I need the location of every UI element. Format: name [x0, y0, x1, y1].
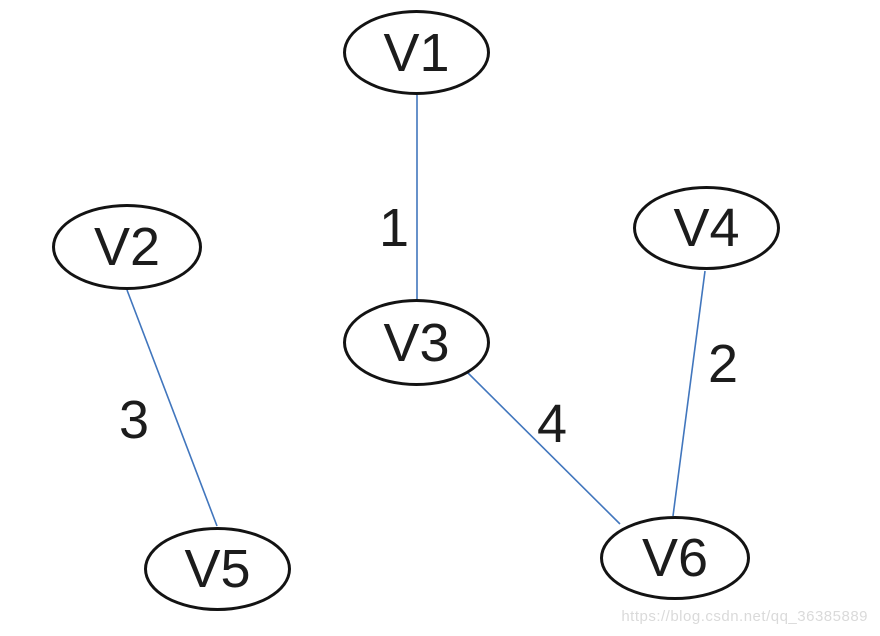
node-v4: V4	[633, 186, 780, 270]
node-v6: V6	[600, 516, 750, 600]
edge-weight-v3-v6: 4	[536, 394, 568, 454]
node-v3: V3	[343, 299, 490, 386]
node-v1: V1	[343, 10, 490, 95]
watermark-text: https://blog.csdn.net/qq_36385889	[621, 608, 868, 625]
node-v6-label: V6	[641, 528, 709, 588]
edge-v2-v5	[126, 289, 218, 527]
edge-weight-v1-v3: 1	[378, 198, 410, 258]
node-v2-label: V2	[93, 217, 161, 277]
edge-weight-v4-v6: 2	[707, 334, 739, 394]
edge-v4-v6	[672, 270, 706, 517]
node-v4-label: V4	[673, 198, 740, 258]
node-v1-label: V1	[383, 22, 450, 83]
node-v5-label: V5	[184, 539, 251, 599]
edge-v3-v6	[466, 371, 621, 525]
edge-weight-v2-v5: 3	[118, 390, 150, 450]
node-v3-label: V3	[383, 312, 450, 373]
node-v5: V5	[144, 527, 291, 611]
node-v2: V2	[52, 204, 202, 290]
